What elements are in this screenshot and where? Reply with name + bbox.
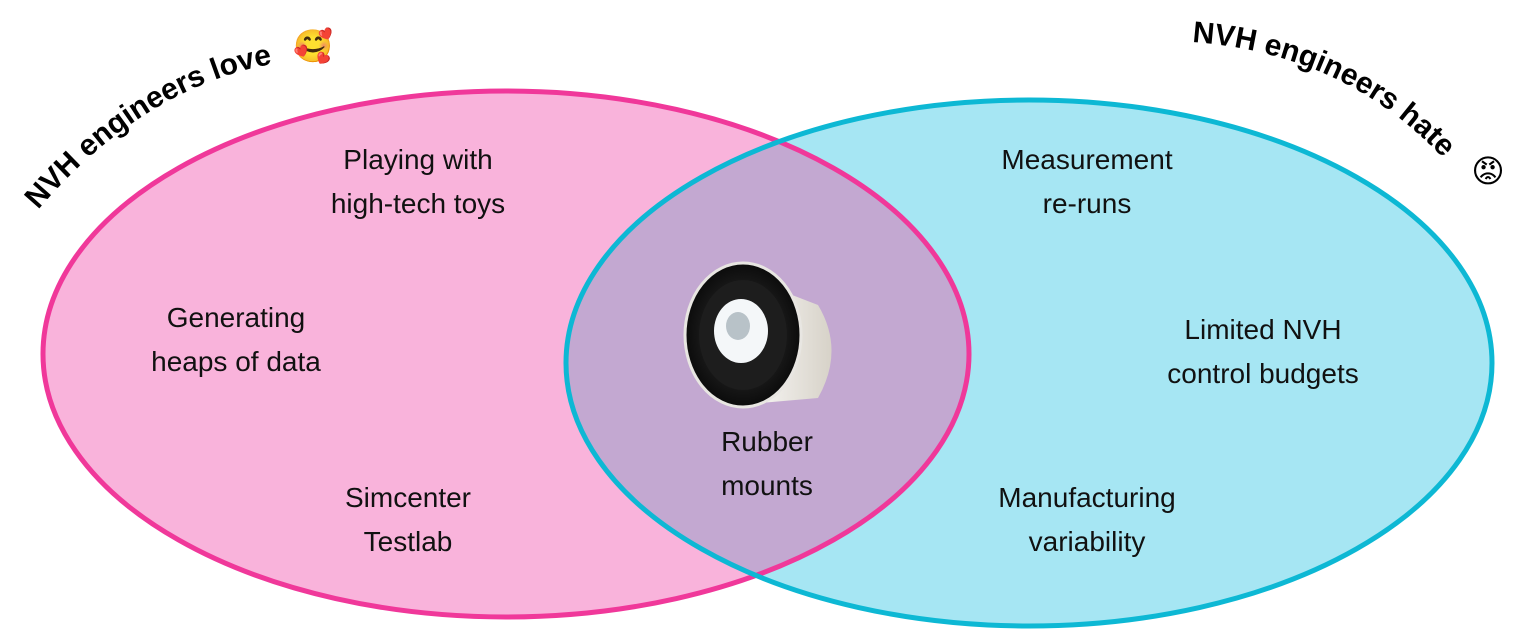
intersection-label: Rubber mounts: [721, 426, 813, 501]
smiling-face-with-hearts-icon: 🥰: [293, 27, 333, 64]
hate-item-measurement-reruns: Measurement re-runs: [1001, 144, 1173, 219]
intersection-region: [566, 100, 969, 617]
hate-item-manufacturing-variability: Manufacturing variability: [998, 482, 1176, 557]
hate-item-limited-budgets: Limited NVH control budgets: [1167, 314, 1359, 389]
rubber-mount-icon: [683, 261, 832, 409]
hate-set-outline: [563, 97, 1495, 629]
love-item-high-tech-toys: Playing with high-tech toys: [330, 144, 506, 219]
love-item-heaps-of-data: Generating heaps of data: [151, 302, 321, 377]
angry-face-icon: 😡: [1471, 153, 1504, 189]
love-item-simcenter-testlab: Simcenter Testlab: [344, 482, 472, 557]
love-set-outline: [40, 88, 972, 620]
